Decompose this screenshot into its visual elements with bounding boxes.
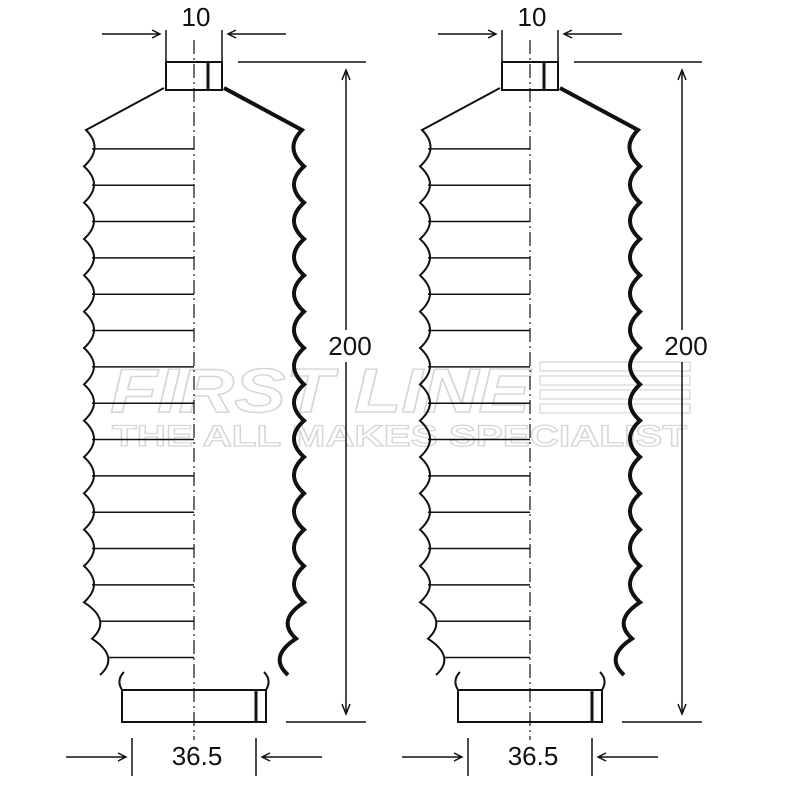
height-label-right: 200: [664, 331, 707, 361]
bottom-arrow-left: [402, 752, 464, 762]
top-arrow-left: [438, 29, 498, 39]
watermark-bars: [539, 361, 691, 414]
watermark-tagline: THE ALL MAKES SPECIALIST: [112, 420, 687, 453]
height-arrow-top: [677, 67, 687, 81]
dimensions-right: 10 200 36.5: [402, 2, 708, 776]
watermark-brand: FIRST LINE: [110, 357, 532, 426]
top-arrow-left: [102, 29, 162, 39]
bottom-width-label-left: 36.5: [172, 741, 223, 771]
bellows-boot-right: [418, 40, 644, 740]
height-arrow-top: [341, 67, 351, 81]
height-arrow-bottom: [341, 703, 351, 717]
height-label-left: 200: [328, 331, 371, 361]
height-arrow-bottom: [677, 703, 687, 717]
bottom-arrow-right: [260, 752, 322, 762]
outline-left: [418, 87, 501, 676]
bottom-width-label-right: 36.5: [508, 741, 559, 771]
outline-right: [223, 86, 308, 677]
collar-shoulder: [454, 671, 606, 691]
dimensions-left: 10 200 36.5: [66, 2, 372, 776]
top-width-label-right: 10: [518, 2, 547, 32]
top-arrow-right: [226, 29, 286, 39]
watermark: FIRST LINE THE ALL MAKES SPECIALIST: [109, 356, 691, 454]
collar-shoulder: [118, 671, 270, 691]
bottom-arrow-left: [66, 752, 128, 762]
outline-left: [82, 87, 165, 676]
bottom-arrow-right: [596, 752, 658, 762]
bellows-boot-left: [82, 40, 308, 740]
top-width-label-left: 10: [182, 2, 211, 32]
outline-right: [559, 86, 644, 677]
top-arrow-right: [562, 29, 622, 39]
